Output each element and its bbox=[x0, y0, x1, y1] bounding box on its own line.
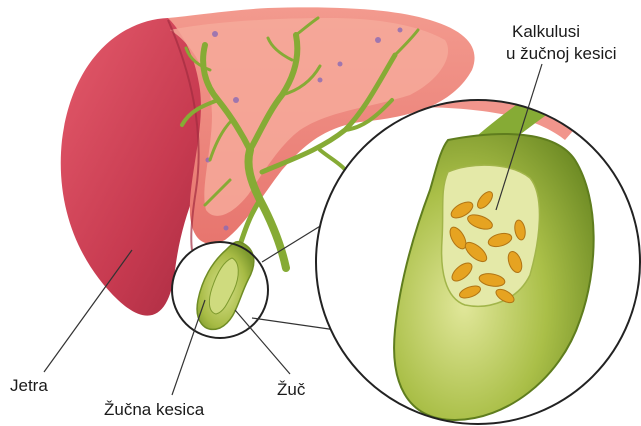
magnified-view bbox=[316, 91, 641, 424]
label-liver: Jetra bbox=[10, 376, 48, 396]
label-gallbladder: Žučna kesica bbox=[104, 400, 204, 420]
gallbladder-illustration bbox=[197, 242, 254, 330]
label-bile: Žuč bbox=[277, 380, 305, 400]
label-gallstones-line2: u žučnoj kesici bbox=[506, 44, 617, 64]
zoom-connector-bottom bbox=[252, 318, 336, 330]
leader-line-kesica bbox=[172, 300, 205, 395]
label-gallstones-line1: Kalkulusi bbox=[512, 22, 580, 42]
leader-line-jetra bbox=[44, 250, 132, 372]
